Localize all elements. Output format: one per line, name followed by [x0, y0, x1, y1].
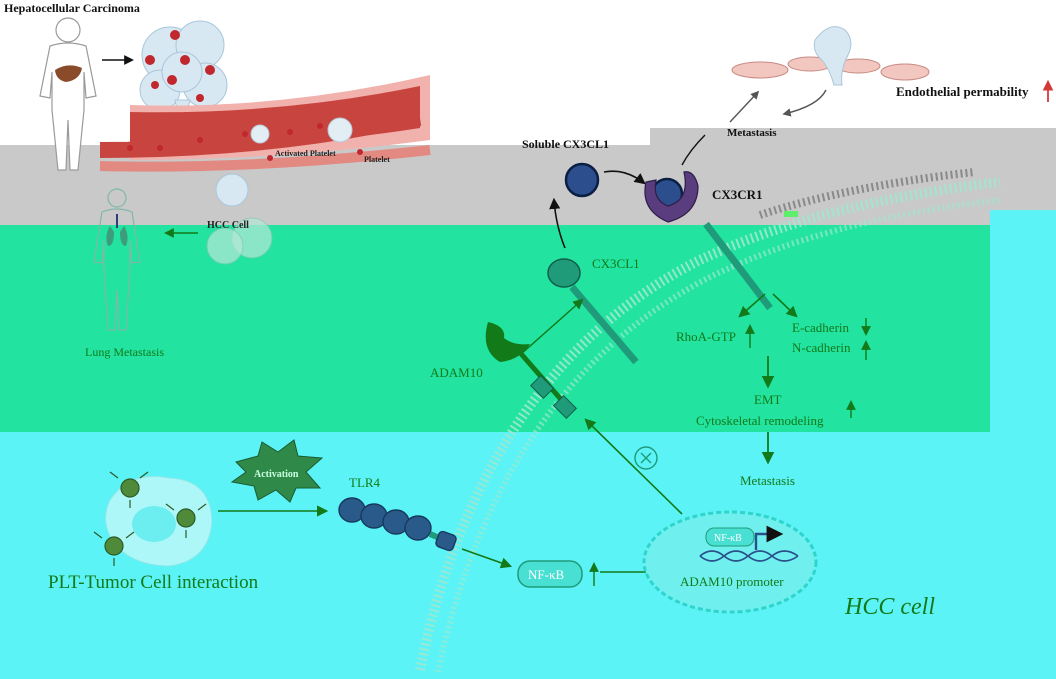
- band-gray-top-right: [650, 128, 1056, 148]
- arrow-cx3cl1-to-soluble: [549, 197, 566, 249]
- arrow-soluble-to-receptor: [603, 170, 646, 185]
- metastasis-top-label: Metastasis: [727, 127, 777, 139]
- nfkb-nucleus-label: NF-κB: [714, 533, 742, 544]
- soluble-cx3cl1-molecule: [564, 162, 600, 198]
- activation-label: Activation: [254, 469, 299, 480]
- platelet-label: Platelet: [364, 155, 390, 164]
- plt-tumor-interaction-label: PLT-Tumor Cell interaction: [48, 572, 259, 593]
- nfkb-cytoplasm-label: NF-κB: [528, 567, 564, 582]
- cx3cl1-label: CX3CL1: [592, 256, 640, 271]
- hcc-cell-small-label: HCC Cell: [207, 220, 249, 231]
- line-receptor-to-metastasis: [681, 134, 706, 166]
- endothelial-cell-icon: [731, 26, 930, 86]
- cx3cr1-label: CX3CR1: [712, 187, 763, 202]
- endothelial-permeability-label: Endothelial permability: [896, 84, 1029, 99]
- nfkb-cytoplasm-pill: [517, 560, 583, 588]
- arrow-to-endothelium: [729, 90, 760, 123]
- hepatocellular-carcinoma-title: Hepatocellular Carcinoma: [4, 1, 140, 15]
- adam10-enzyme: [485, 322, 578, 420]
- tlr4-label: TLR4: [349, 475, 381, 490]
- nfkb-nucleus-pill: [705, 527, 755, 547]
- arrow-tlr4-to-nfkb: [461, 548, 513, 569]
- human-body-icon: [39, 17, 97, 171]
- transcription-start-arrow: [754, 525, 784, 550]
- activation-burst: [230, 439, 324, 503]
- hcc-cell-big-label: HCC cell: [844, 594, 935, 620]
- adam10-label: ADAM10: [430, 365, 483, 380]
- arrow-promoter-to-adam10: [584, 418, 683, 515]
- adam10-promoter-label: ADAM10 promoter: [680, 574, 784, 589]
- lung-metastasis-label: Lung Metastasis: [85, 345, 164, 359]
- arrow-adam10-to-cx3cl1: [519, 298, 584, 356]
- nucleus-icon: [642, 510, 818, 614]
- arrow-to-rhoa: [738, 293, 766, 318]
- soluble-cx3cl1-label: Soluble CX3CL1: [522, 137, 609, 151]
- dna-icon: [699, 550, 799, 562]
- rhoa-gtp-label: RhoA-GTP: [676, 329, 736, 344]
- blood-vessel-icon: [99, 75, 431, 172]
- cx3cr1-receptor: [644, 171, 773, 311]
- n-cadherin-label: N-cadherin: [792, 340, 851, 355]
- arrow-from-endothelium: [782, 89, 827, 117]
- liver-icon: [55, 65, 82, 82]
- cell-membrane-outer: [415, 177, 1001, 671]
- activated-platelet-label: Activated Platelet: [275, 149, 336, 158]
- cell-membrane-top-lines: [758, 168, 976, 219]
- band-green-right: [990, 210, 1056, 432]
- emt-label: EMT: [754, 392, 782, 407]
- cell-membrane-inner: [435, 197, 1001, 673]
- cytoskeletal-remodeling-label: Cytoskeletal remodeling: [696, 413, 824, 428]
- tlr4-receptor: [338, 497, 457, 552]
- lung-icon: [106, 214, 128, 246]
- platelet-icon: [93, 471, 207, 566]
- arrow-to-cadherin: [772, 293, 798, 318]
- hcc-cell-icon-small: [206, 173, 273, 265]
- metastasis-bottom-label: Metastasis: [740, 473, 795, 488]
- membrane-marker: [784, 211, 798, 217]
- e-cadherin-label: E-cadherin: [792, 320, 850, 335]
- lung-body-icon: [93, 188, 141, 331]
- inhibition-icon: [634, 446, 658, 470]
